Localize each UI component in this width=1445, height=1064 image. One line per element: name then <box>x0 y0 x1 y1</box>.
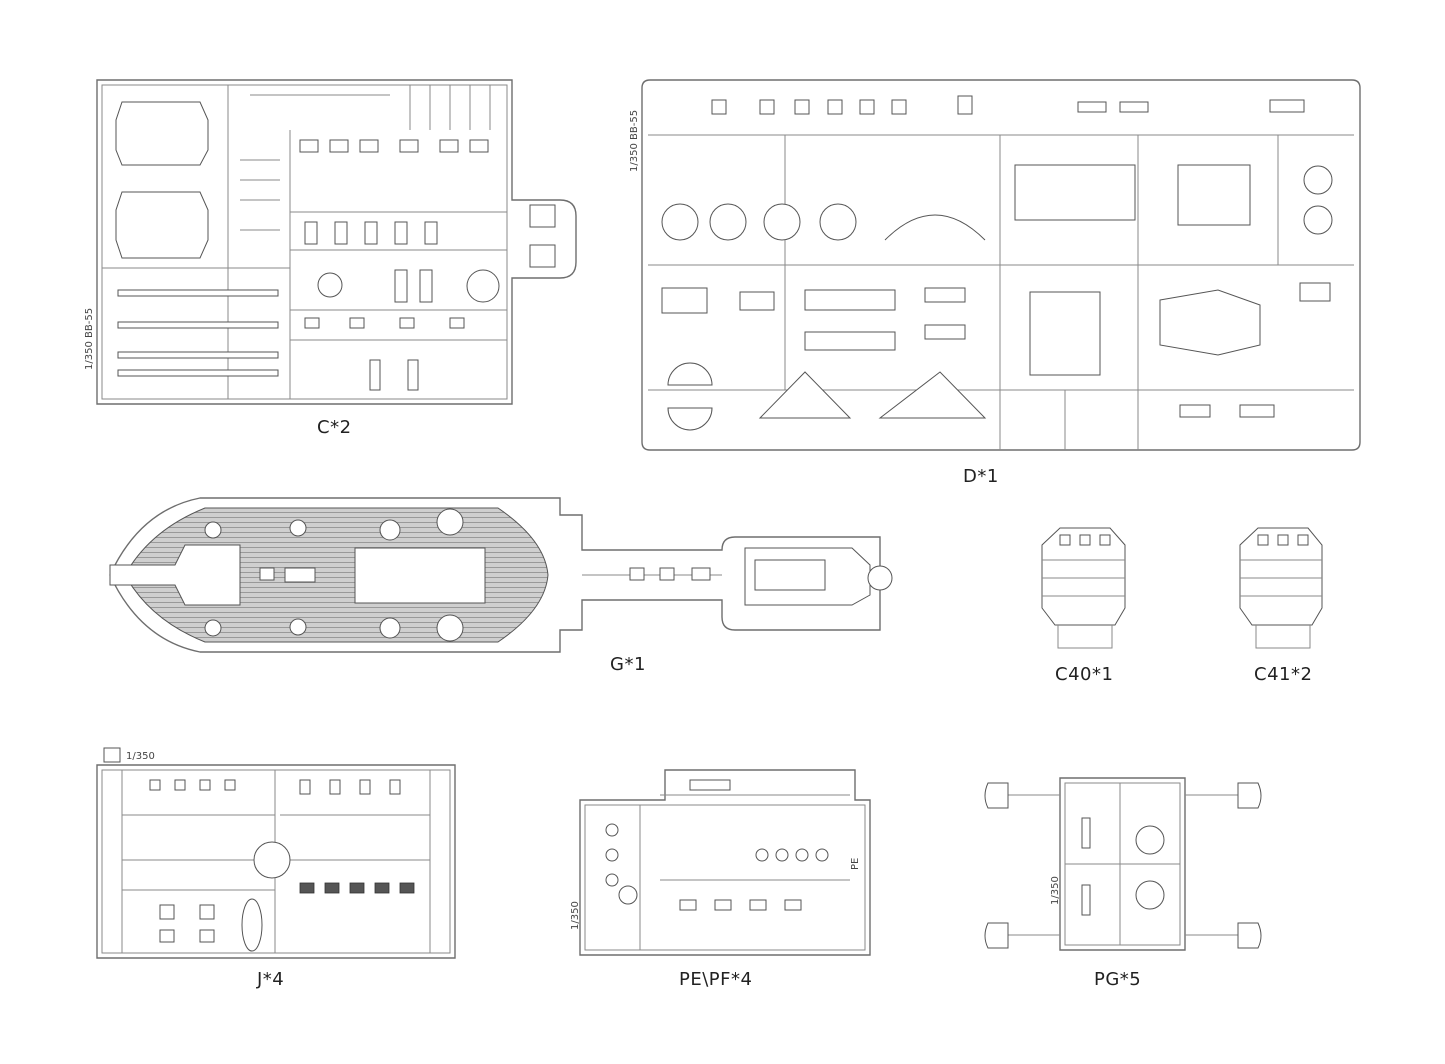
small-parts-j <box>149 779 415 943</box>
sprue-pe-pf: 1/350 PE <box>570 769 871 956</box>
small-parts-d-top <box>711 95 1305 115</box>
sprue-pg-stamp: 1/350 <box>1050 876 1061 905</box>
label-pe-pf: PE\PF*4 <box>679 969 753 990</box>
round-part-j <box>253 841 291 879</box>
sprue-j-stamp: 1/350 <box>126 751 155 762</box>
label-j: J*4 <box>257 969 285 990</box>
turret-housing-lower <box>115 191 209 259</box>
label-c40: C40*1 <box>1055 664 1114 685</box>
label-c: C*2 <box>317 417 352 438</box>
sprue-j: 1/350 <box>96 747 456 959</box>
cap-top-left <box>984 782 1009 809</box>
superstructure-deck-24 <box>1014 164 1136 221</box>
gun-barrels <box>117 289 279 377</box>
sprue-c: 1/350 BB-55 <box>84 79 577 405</box>
bridge-deck-40 <box>1159 289 1261 356</box>
label-c41: C41*2 <box>1254 664 1313 685</box>
sprue-d: 1/350 BB-55 <box>629 79 1361 451</box>
hangar-well <box>354 547 486 604</box>
deck-section-39 <box>1029 291 1101 376</box>
small-parts-pe <box>605 779 829 911</box>
oval-part-j <box>241 898 263 952</box>
label-d: D*1 <box>963 466 999 487</box>
cap-bottom-left <box>984 922 1009 949</box>
label-g: G*1 <box>610 654 646 675</box>
part-c41 <box>1239 527 1323 649</box>
cap-bottom-right <box>1237 922 1262 949</box>
sprue-d-stamp: 1/350 BB-55 <box>629 110 640 172</box>
attachment-gates-c <box>240 85 491 231</box>
label-pg: PG*5 <box>1094 969 1142 990</box>
superstructure-deck-26 <box>1177 164 1251 226</box>
cap-top-right <box>1237 782 1262 809</box>
bow-section <box>109 544 241 606</box>
turret-housing-upper <box>115 101 209 166</box>
part-c40 <box>1041 527 1126 649</box>
round-parts-d <box>661 203 986 241</box>
sprue-pe-badge: PE <box>850 858 861 870</box>
main-deck <box>124 507 549 643</box>
sprue-pg: 1/350 <box>984 777 1262 951</box>
sprue-c-stamp: 1/350 BB-55 <box>84 308 95 370</box>
sprue-pe-stamp: 1/350 <box>570 901 581 930</box>
small-parts-c <box>299 139 500 391</box>
sprue-g <box>109 497 893 653</box>
